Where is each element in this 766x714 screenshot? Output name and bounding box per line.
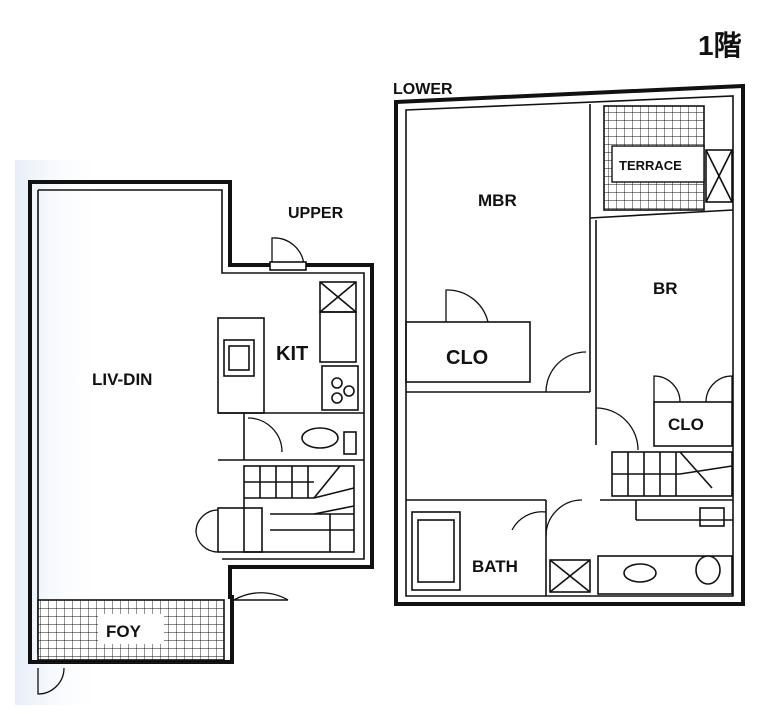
room-liv-din: LIV-DIN [92, 370, 152, 389]
room-clo-left: CLO [446, 347, 488, 369]
room-mbr: MBR [478, 191, 517, 210]
lower-label: LOWER [393, 81, 453, 98]
room-foy: FOY [106, 622, 142, 641]
room-br: BR [653, 279, 678, 298]
room-bath: BATH [472, 557, 518, 576]
room-clo-right: CLO [668, 415, 704, 434]
lower-unit [394, 83, 745, 606]
floor-label: 1階 [698, 30, 742, 61]
room-kit: KIT [276, 343, 308, 365]
upper-unit [28, 180, 374, 695]
upper-label: UPPER [288, 205, 344, 222]
room-terrace: TERRACE [619, 158, 682, 173]
